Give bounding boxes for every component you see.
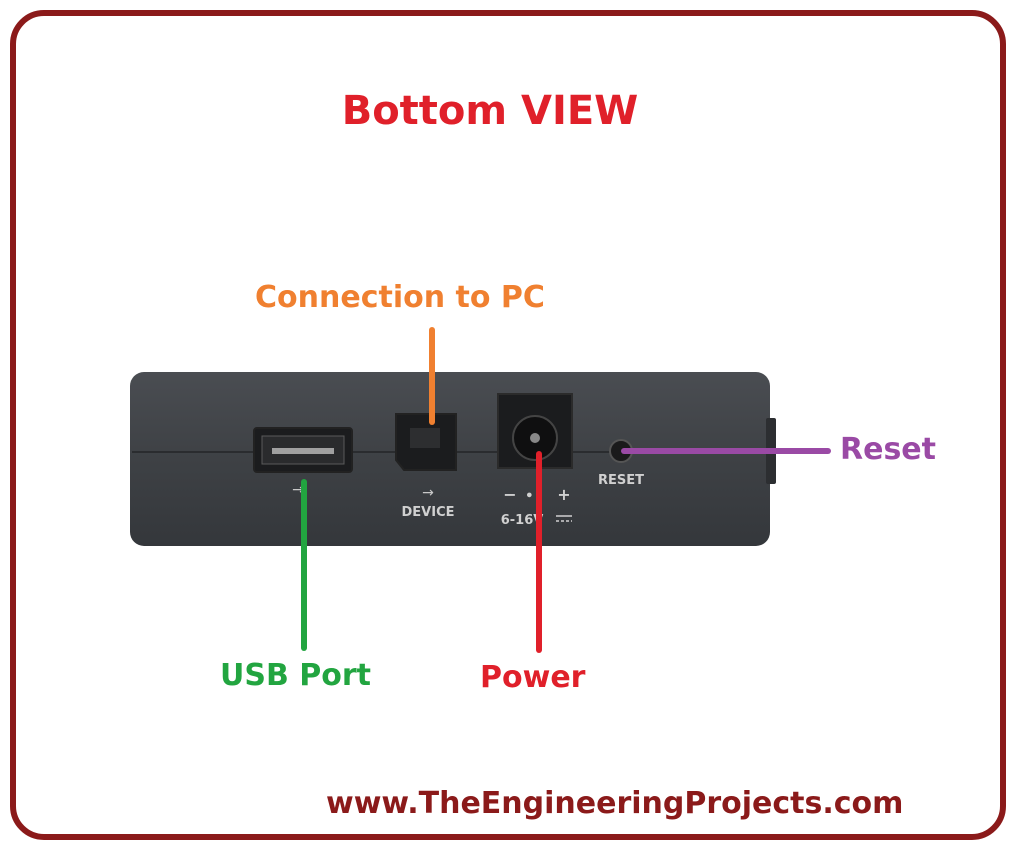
diagram-title: Bottom VIEW — [341, 88, 639, 134]
device-marking: DEVICE — [402, 505, 455, 520]
power-label: Power — [480, 660, 586, 695]
reset-label: Reset — [840, 432, 936, 467]
website-watermark: www.TheEngineeringProjects.com — [326, 786, 904, 821]
usb-a-port: → — [253, 427, 353, 498]
svg-text:→: → — [422, 485, 434, 501]
reset-marking: RESET — [598, 473, 644, 488]
polarity-minus: − — [503, 485, 516, 504]
connection-to-pc-label: Connection to PC — [255, 280, 545, 315]
usb-b-port: → — [395, 413, 457, 501]
dc-power-jack — [497, 393, 573, 469]
usb-port-label: USB Port — [220, 658, 372, 693]
voltage-marking: 6-16V — [501, 513, 544, 528]
polarity-plus: + — [557, 485, 570, 504]
